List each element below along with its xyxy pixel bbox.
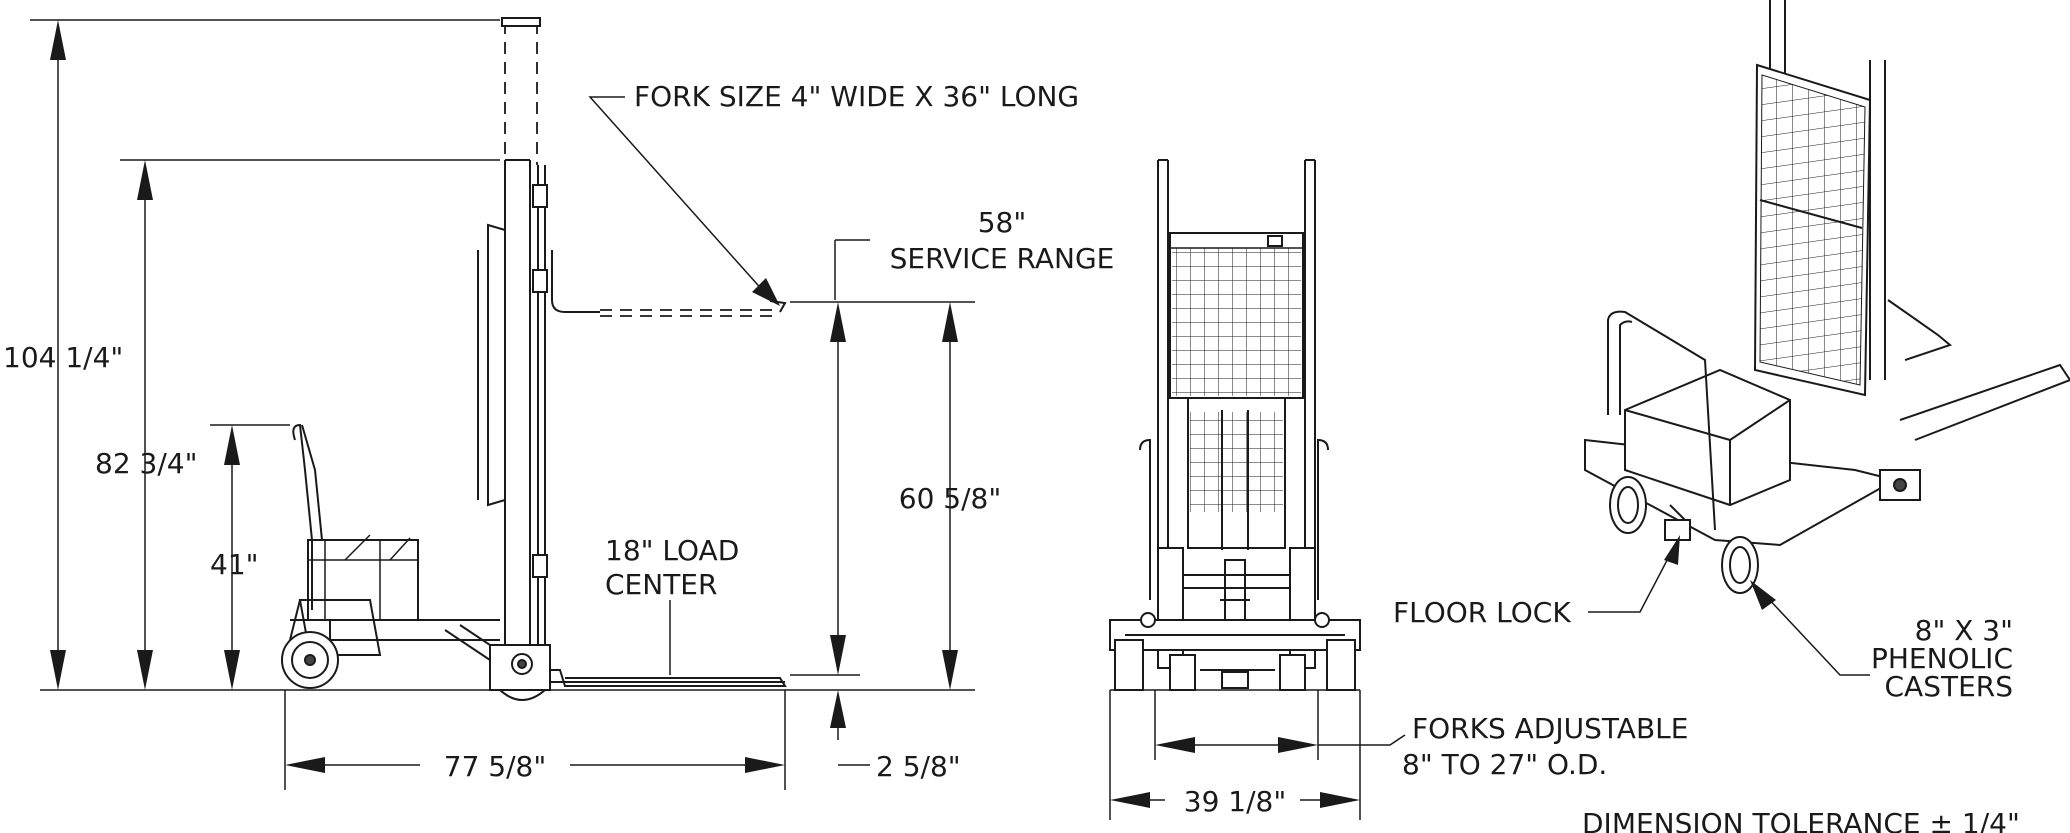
casters-line2: PHENOLIC	[1871, 642, 2013, 675]
front-view	[1109, 159, 1406, 820]
overall-width-label: 39 1/8"	[1184, 785, 1286, 818]
overall-length-label: 77 5/8"	[444, 750, 546, 783]
load-center-line1: 18" LOAD	[605, 534, 739, 567]
casters-line3: CASTERS	[1884, 670, 2013, 703]
load-center-line2: CENTER	[605, 568, 717, 601]
side-view	[30, 17, 975, 790]
forks-adjustable-line1: FORKS ADJUSTABLE	[1412, 712, 1688, 745]
service-range-label: SERVICE RANGE	[890, 242, 1115, 275]
lift-range-label: 60 5/8"	[899, 482, 1001, 515]
tolerance-note: DIMENSION TOLERANCE ± 1/4"	[1582, 807, 2020, 833]
fork-size-label: FORK SIZE 4" WIDE X 36" LONG	[634, 80, 1079, 113]
overall-height-label: 104 1/4"	[3, 341, 123, 374]
mast-height-label: 82 3/4"	[95, 447, 197, 480]
casters-line1: 8" X 3"	[1915, 614, 2013, 647]
lowered-fork-height-label: 2 5/8"	[876, 750, 961, 783]
isometric-view	[1584, 0, 2070, 676]
forks-adjustable-line2: 8" TO 27" O.D.	[1402, 748, 1607, 781]
floor-lock-label: FLOOR LOCK	[1393, 596, 1571, 629]
handle-height-label: 41"	[210, 548, 259, 581]
service-range-value: 58"	[978, 206, 1027, 239]
